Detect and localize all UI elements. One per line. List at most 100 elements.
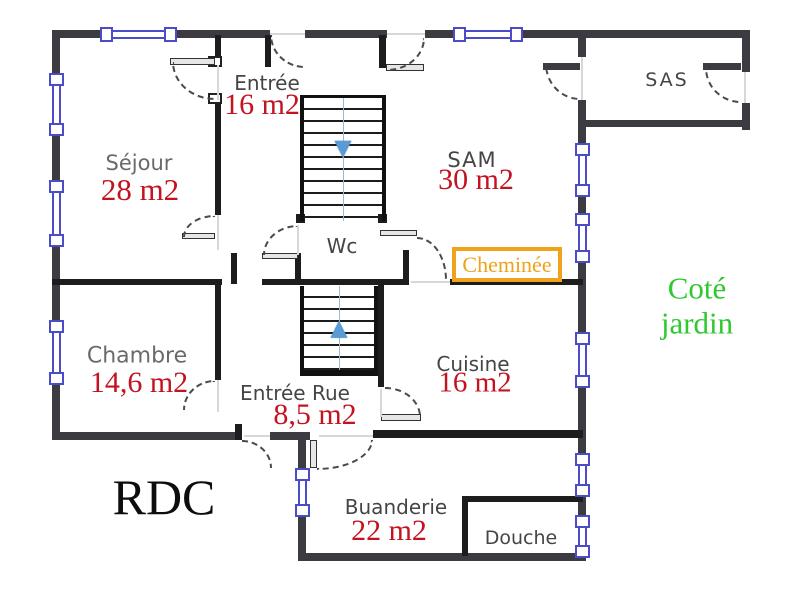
room-label-sejour: Séjour xyxy=(105,151,173,175)
door-arc xyxy=(172,62,215,100)
wall xyxy=(265,35,271,67)
wall xyxy=(450,279,583,285)
window xyxy=(49,73,64,136)
window-rail xyxy=(52,86,61,123)
window-rail xyxy=(113,30,164,39)
wall xyxy=(52,432,242,440)
door-arc xyxy=(417,237,447,280)
wall xyxy=(373,430,583,438)
window-rail xyxy=(466,30,510,39)
door-threshold xyxy=(270,33,305,35)
area-label-entree: 16 m2 xyxy=(224,88,300,121)
window-end xyxy=(453,27,466,42)
door-threshold xyxy=(319,435,373,437)
door-threshold xyxy=(297,225,299,255)
room-label-entree-rue: Entrée Rue xyxy=(240,381,350,405)
stairs-up-arrow-icon: ▲ xyxy=(330,316,348,341)
wall xyxy=(462,496,468,556)
window-end xyxy=(575,184,590,197)
wall xyxy=(378,284,384,387)
window-end xyxy=(49,180,64,193)
stairs-down-arrow-icon: ▼ xyxy=(334,136,352,161)
door-arc xyxy=(183,215,215,237)
window-end xyxy=(575,250,590,263)
window-end xyxy=(49,320,64,333)
window xyxy=(295,468,310,517)
wall xyxy=(379,35,386,68)
door-arc xyxy=(242,440,272,468)
window-end xyxy=(49,123,64,136)
door-threshold xyxy=(380,389,382,417)
window-rail xyxy=(578,345,587,375)
window-end xyxy=(100,27,113,42)
jardin-label-line1: Coté xyxy=(667,270,727,306)
wall xyxy=(215,100,221,215)
stairs-upper: ▼ xyxy=(300,95,386,221)
area-label-sejour: 28 m2 xyxy=(100,172,180,207)
door-threshold xyxy=(217,65,219,100)
area-label-chambre: 14,6 m2 xyxy=(89,366,189,399)
floor-label-rdc: RDC xyxy=(112,469,216,525)
wall xyxy=(462,496,583,502)
window-end xyxy=(49,73,64,86)
wall xyxy=(425,30,750,38)
area-label-buanderie: 22 m2 xyxy=(351,514,427,547)
wall xyxy=(403,250,409,284)
window-end xyxy=(295,504,310,517)
wall xyxy=(298,553,586,561)
wall xyxy=(742,30,750,72)
window-end xyxy=(575,545,590,558)
window-end xyxy=(575,332,590,345)
wall xyxy=(262,279,409,285)
window-end xyxy=(49,372,64,385)
window-rail xyxy=(578,528,587,545)
window xyxy=(49,320,64,385)
window-end xyxy=(49,234,64,247)
room-label-cuisine: Cuisine xyxy=(436,352,510,376)
window-end xyxy=(295,468,310,481)
door-arc xyxy=(270,35,305,68)
stairs-axis xyxy=(339,286,340,370)
wall xyxy=(578,30,586,57)
room-label-sas: SAS xyxy=(645,69,689,91)
wall xyxy=(742,103,750,130)
stairs-axis xyxy=(343,98,344,221)
window-end xyxy=(575,213,590,226)
wall xyxy=(270,432,310,440)
door-threshold xyxy=(744,72,746,103)
window xyxy=(575,453,590,497)
room-label-sam: SAM xyxy=(447,148,497,172)
wall xyxy=(52,279,222,285)
door-threshold xyxy=(217,215,219,250)
room-label-wc: Wc xyxy=(326,234,358,258)
wall xyxy=(305,30,387,38)
door-threshold xyxy=(411,281,450,283)
door-leaf xyxy=(380,230,417,236)
door-arc xyxy=(705,68,741,103)
door-threshold xyxy=(244,435,270,437)
jardin-label-line2: jardin xyxy=(660,305,734,340)
window-rail xyxy=(578,226,587,250)
window-rail xyxy=(578,156,587,184)
door-threshold xyxy=(387,33,425,35)
area-label-cuisine: 16 m2 xyxy=(438,366,512,399)
window-rail xyxy=(298,481,307,504)
wall xyxy=(231,253,237,284)
door-arc xyxy=(385,387,421,417)
area-label-sam: 30 m2 xyxy=(438,163,514,196)
door-leaf xyxy=(703,63,741,70)
window-end xyxy=(575,515,590,528)
room-label-buanderie: Buanderie xyxy=(344,495,448,519)
window-rail xyxy=(578,466,587,484)
window-end xyxy=(575,375,590,388)
room-label-entree: Entrée xyxy=(234,71,300,95)
window-end xyxy=(575,143,590,156)
window-end xyxy=(575,484,590,497)
window-end xyxy=(510,27,523,42)
window xyxy=(575,515,590,558)
door-leaf xyxy=(310,440,317,468)
door-threshold xyxy=(581,57,583,100)
jardin-label: Coté jardin xyxy=(661,271,733,340)
door-arc xyxy=(263,225,298,255)
